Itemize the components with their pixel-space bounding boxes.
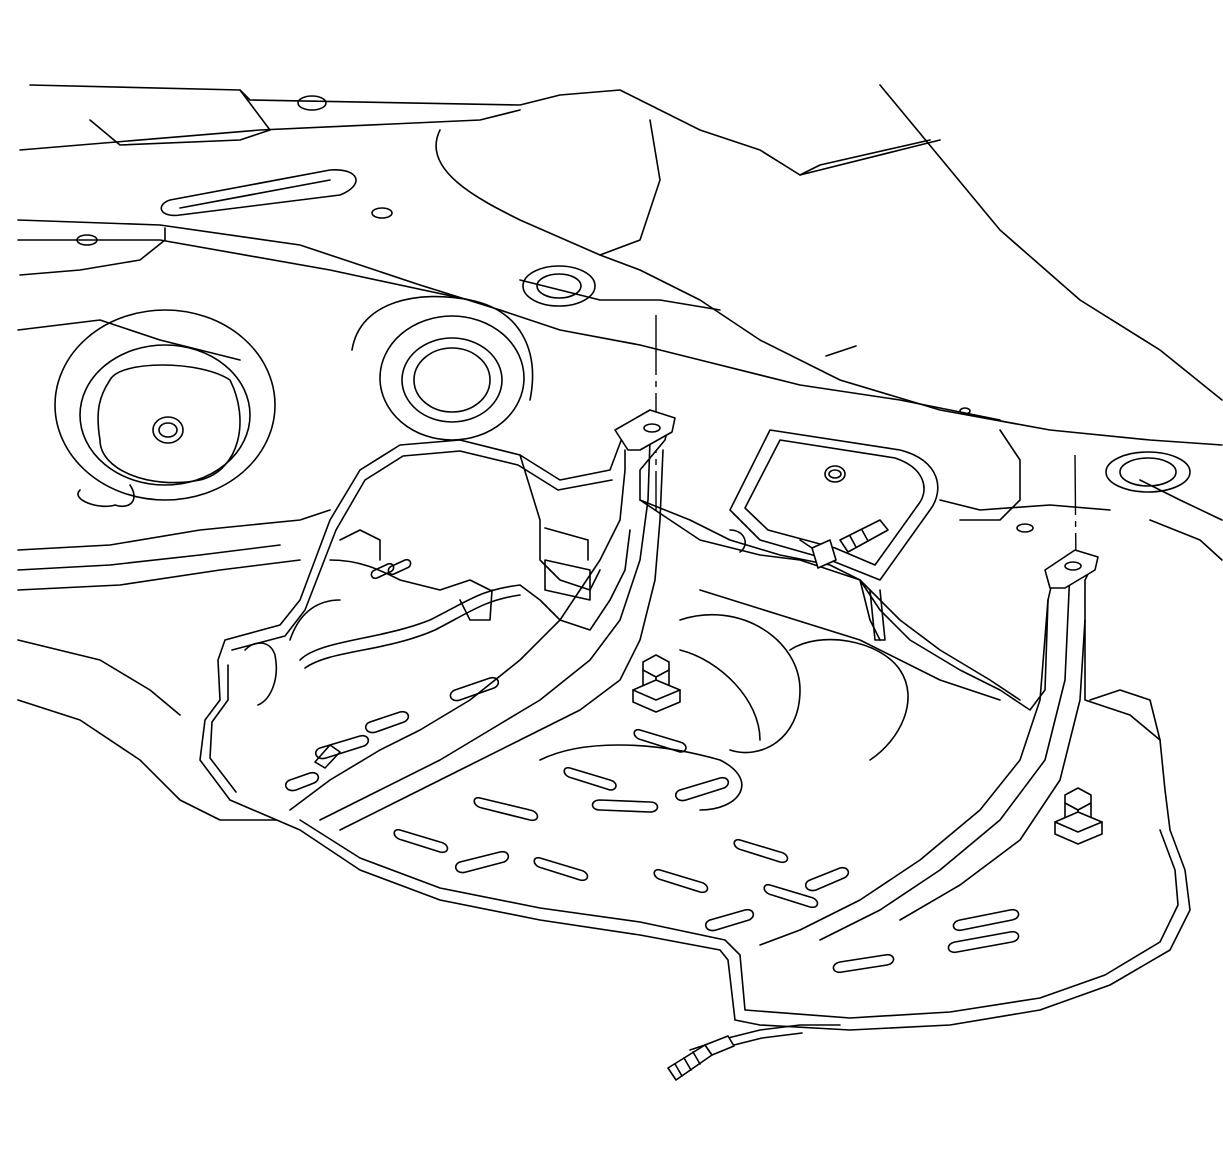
bolt-icon xyxy=(632,654,681,713)
fuel-tank-shield xyxy=(199,409,1191,1031)
bolt-icon xyxy=(1054,787,1103,845)
spring-pocket-left xyxy=(54,309,276,508)
electrical-connector-icon xyxy=(729,519,889,569)
spring-pocket-center xyxy=(351,295,534,441)
electrical-connector-icon xyxy=(667,1035,735,1081)
shield-slots xyxy=(244,558,1020,974)
underbody-floor-pan xyxy=(17,84,1223,821)
